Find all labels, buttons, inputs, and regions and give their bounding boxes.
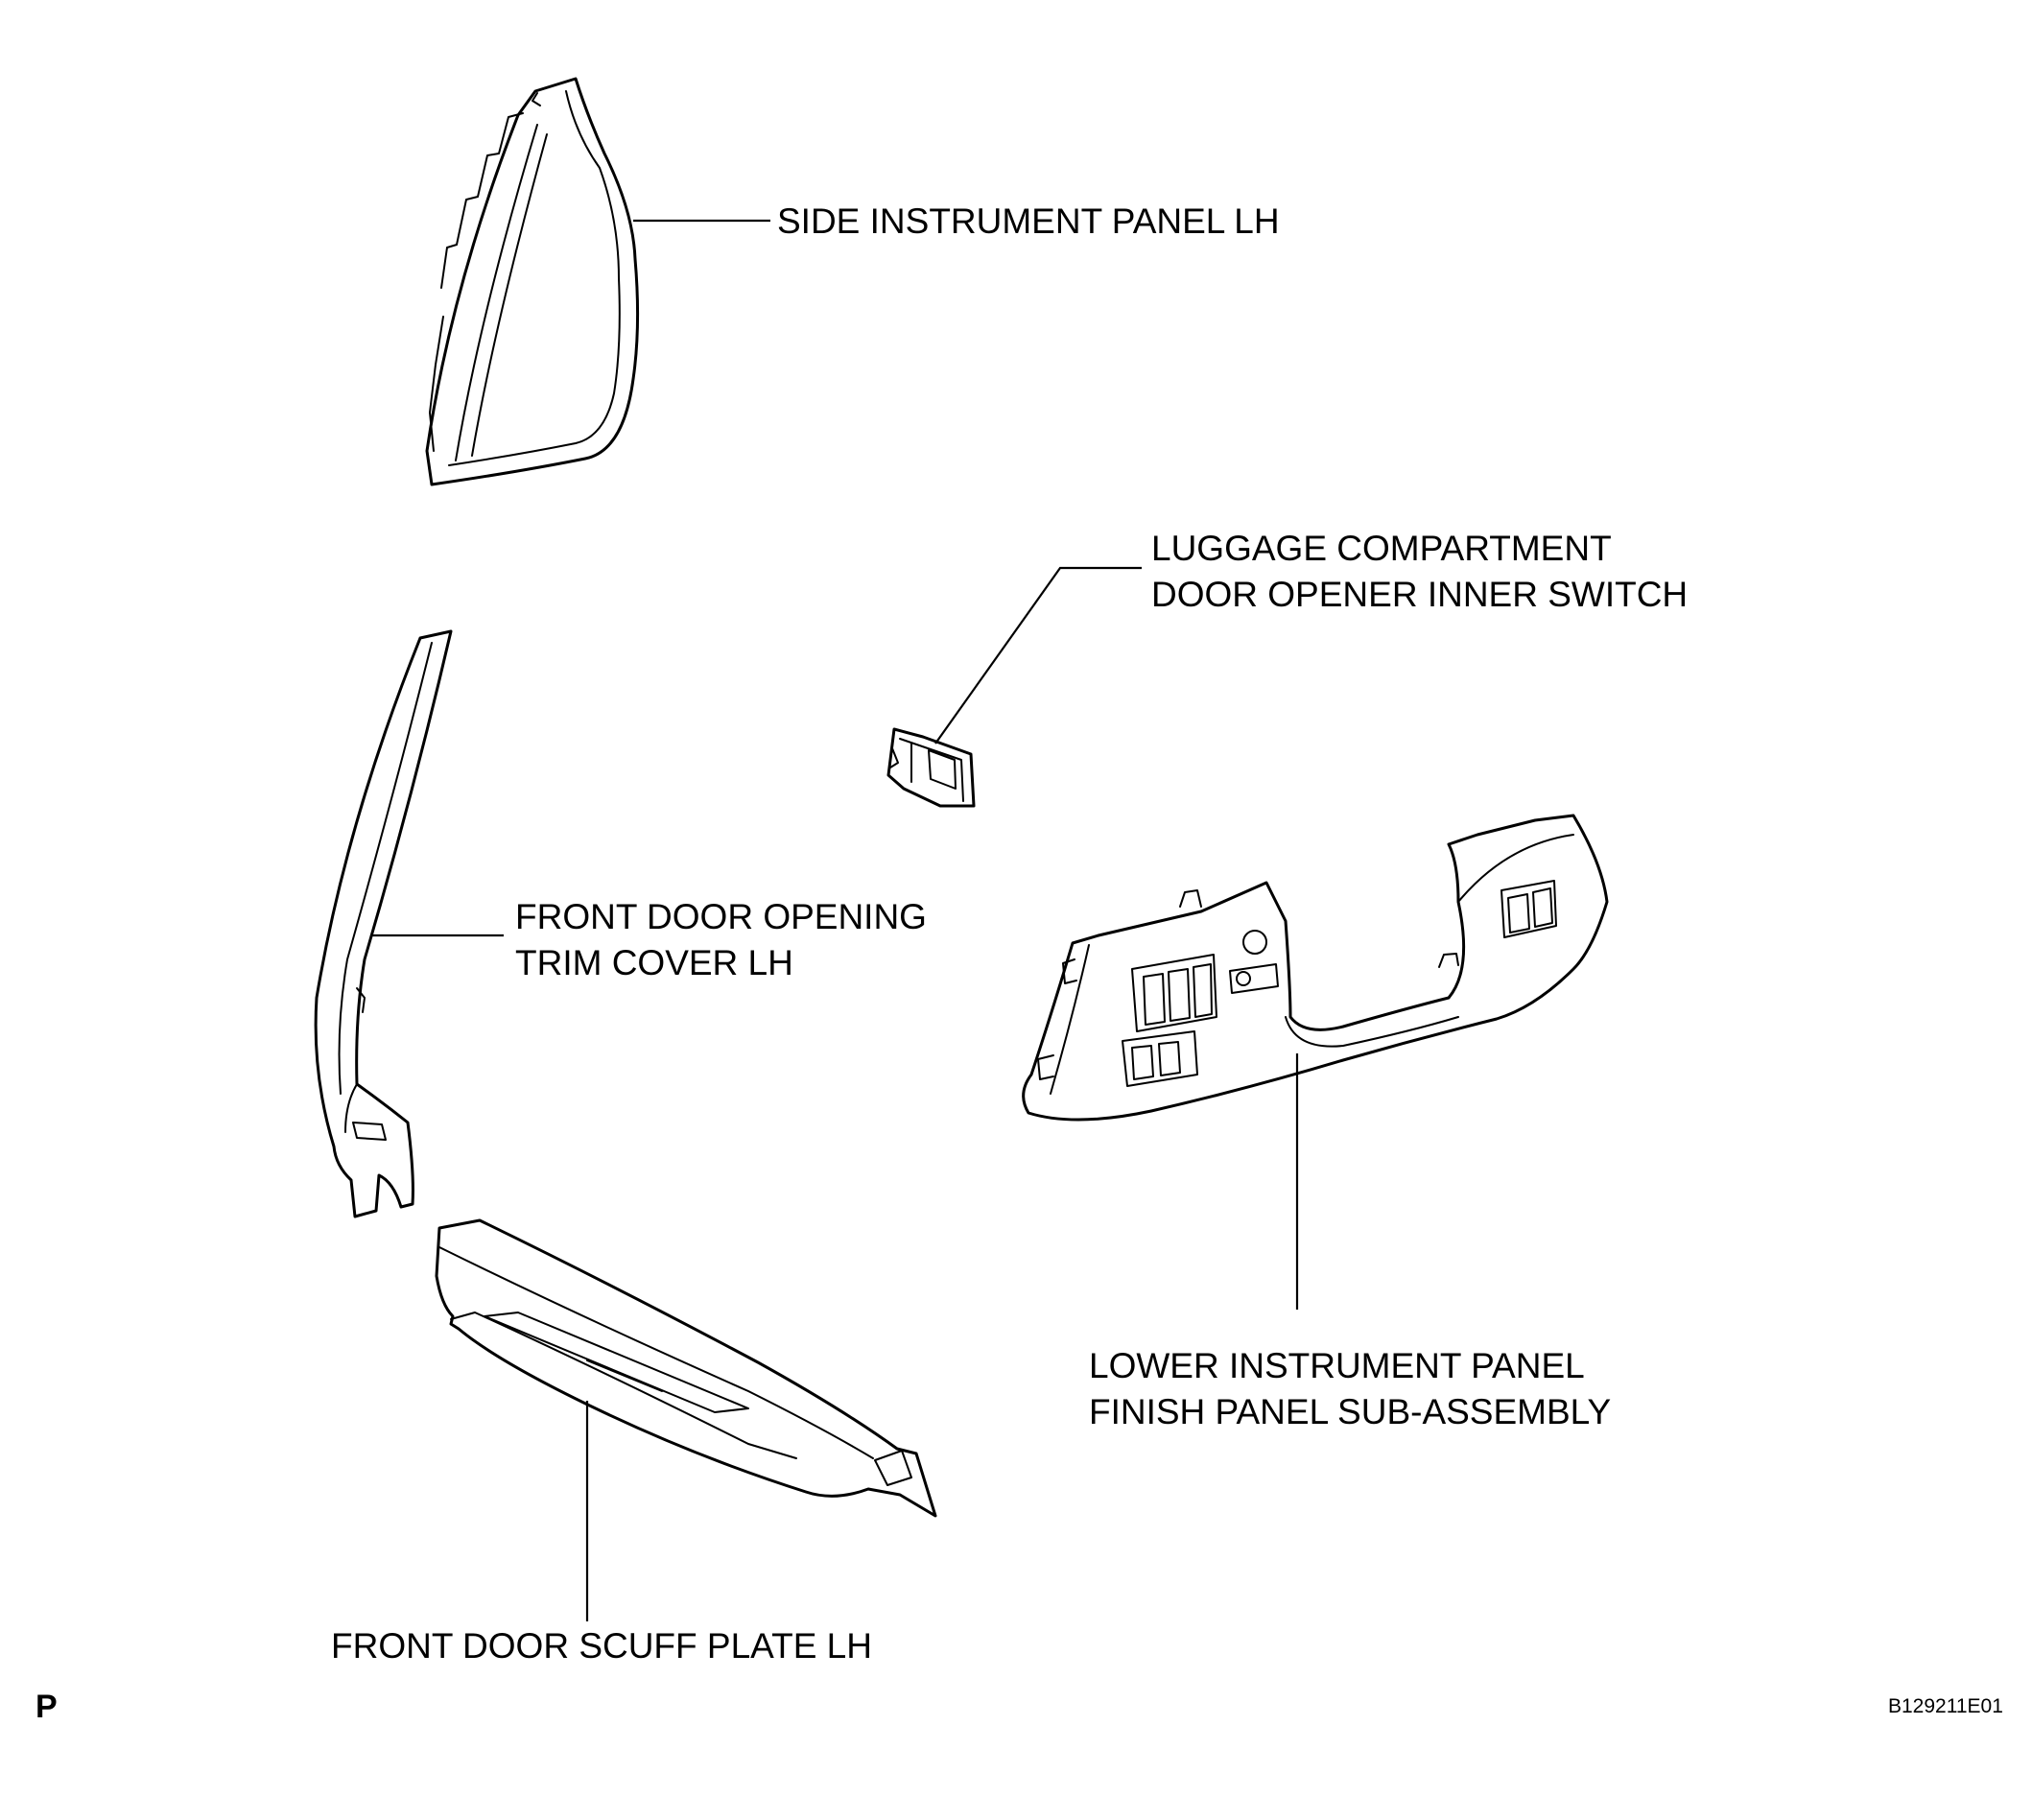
lower-instrument-panel-illustration — [1022, 814, 1609, 1122]
door-opener-switch-label-line1: LUGGAGE COMPARTMENT — [1151, 529, 1612, 568]
lower-instrument-panel-label-line1: LOWER INSTRUMENT PANEL — [1089, 1346, 1585, 1385]
front-door-scuff-plate-illustration — [435, 1218, 937, 1518]
side-instrument-panel-label: SIDE INSTRUMENT PANEL LH — [777, 201, 1280, 241]
door-opener-switch-leader — [934, 566, 1142, 745]
door-opener-switch-label-line2: DOOR OPENER INNER SWITCH — [1151, 575, 1688, 614]
front-door-trim-cover-label-line1: FRONT DOOR OPENING — [515, 897, 927, 936]
corner-letter: P — [35, 1689, 58, 1725]
front-door-trim-cover-label-line2: TRIM COVER LH — [515, 943, 793, 982]
side-instrument-panel-lh-illustration — [425, 77, 640, 486]
front-door-scuff-plate-label: FRONT DOOR SCUFF PLATE LH — [331, 1626, 872, 1666]
lower-instrument-panel-label-line2: FINISH PANEL SUB-ASSEMBLY — [1089, 1392, 1611, 1431]
door-opener-switch-illustration — [886, 727, 976, 808]
figure-id: B129211E01 — [1888, 1695, 2003, 1717]
front-door-opening-trim-cover-illustration — [314, 629, 453, 1218]
